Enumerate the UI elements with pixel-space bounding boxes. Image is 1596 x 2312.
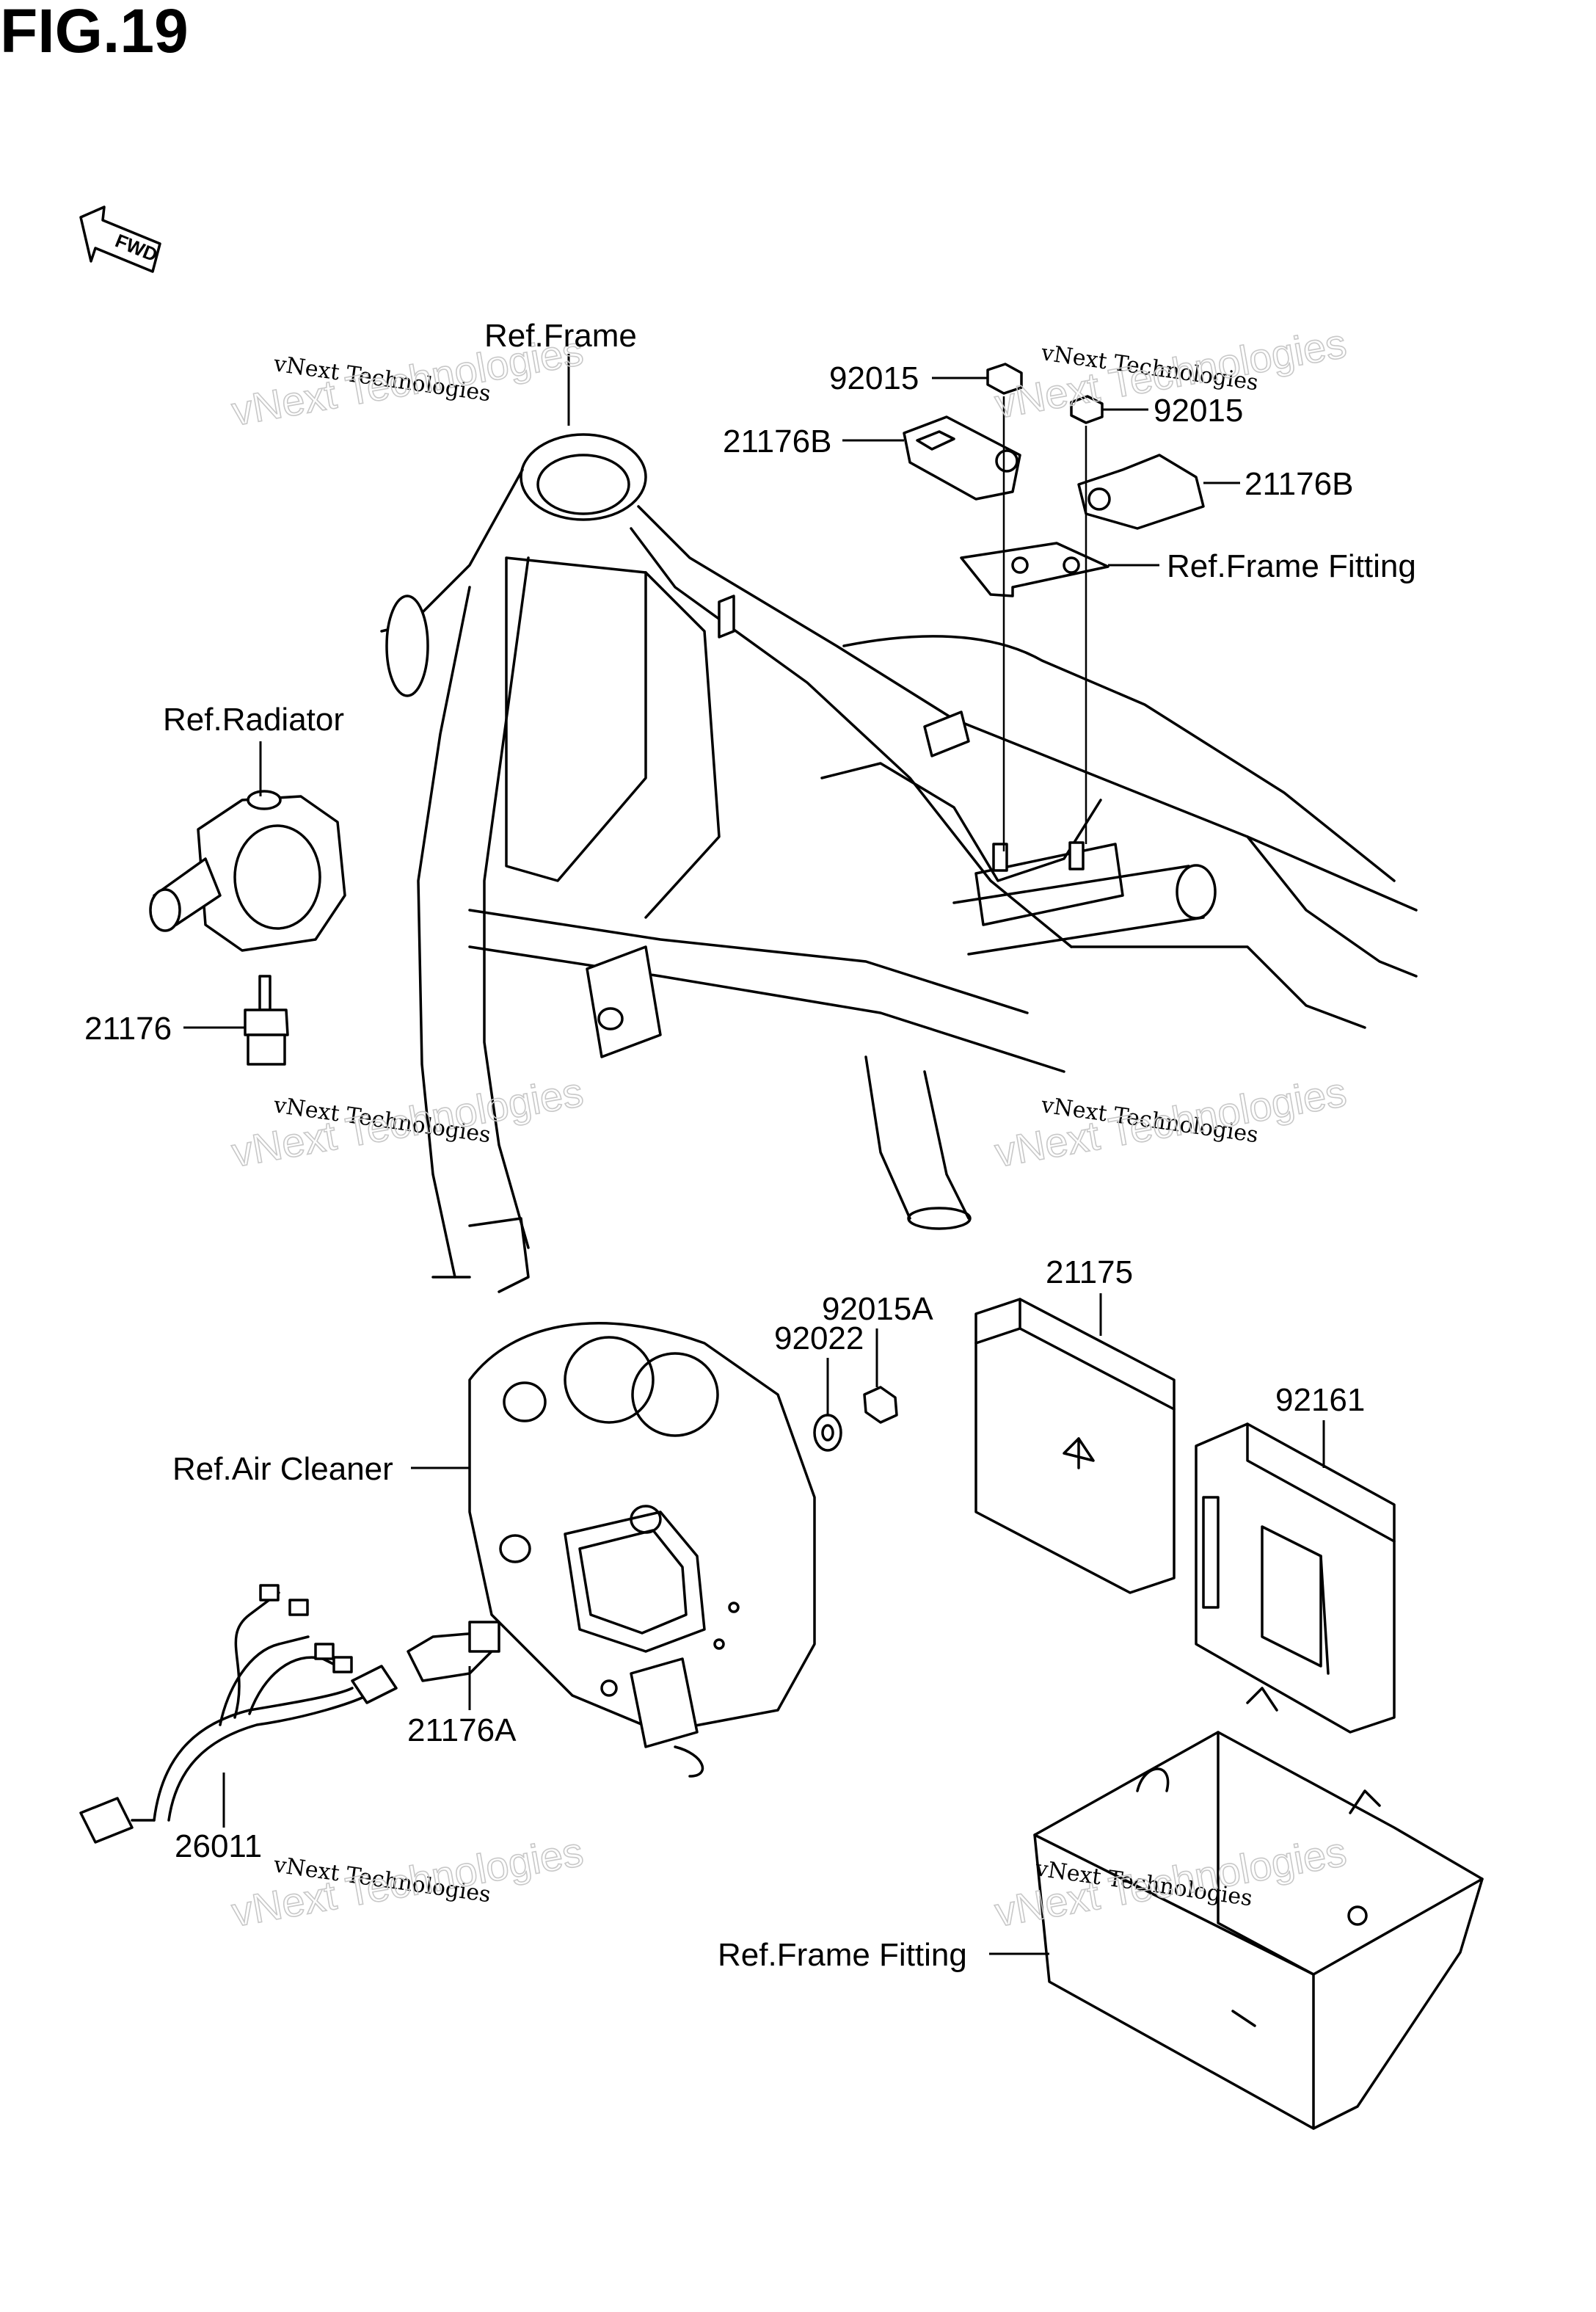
frame-drawing [380, 433, 1418, 1293]
label-92015-left: 92015 [829, 360, 919, 396]
label-ref-air-cleaner: Ref.Air Cleaner [172, 1451, 393, 1487]
watermark-line2: vNext Technologies [228, 1828, 586, 1935]
part-labels: Ref.Frame 92015 92015 21176B 21176B Ref.… [84, 318, 1416, 1973]
fwd-arrow-icon: FWD [79, 206, 161, 273]
label-92161: 92161 [1275, 1382, 1365, 1418]
label-21175: 21175 [1046, 1254, 1133, 1290]
sensor-21176b-right [1077, 454, 1205, 530]
label-21176b-right: 21176B [1245, 466, 1353, 502]
leader-lines [183, 354, 1325, 1955]
radiator-housing [149, 790, 346, 952]
sensor-21176b-left [903, 415, 1021, 501]
figure-title: FIG.19 [0, 0, 189, 65]
watermark-bottom-left: vNext Technologies vNext Technologies [227, 1828, 587, 1936]
label-92015a: 92015A [822, 1291, 933, 1327]
nut-92015-right [1070, 395, 1104, 424]
ecu-21175 [974, 1298, 1176, 1594]
cover-92161 [1195, 1422, 1396, 1734]
battery-case [1033, 1687, 1484, 2130]
nut-92015a [863, 1386, 898, 1424]
watermark-mid-left: vNext Technologies vNext Technologies [227, 1068, 587, 1177]
switch-21176 [244, 975, 289, 1066]
label-ref-frame: Ref.Frame [484, 318, 637, 354]
watermark-line2: vNext Technologies [228, 1069, 586, 1176]
air-cleaner-case [468, 1322, 816, 1778]
watermark-mid-right: vNext Technologies vNext Technologies [991, 1068, 1350, 1177]
label-92022: 92022 [774, 1320, 864, 1356]
watermark-line2: vNext Technologies [991, 1069, 1349, 1176]
label-21176b-left: 21176B [723, 423, 831, 459]
label-21176: 21176 [84, 1011, 172, 1047]
nut-92015-left [986, 363, 1023, 395]
washer-92022 [813, 1414, 842, 1452]
label-ref-frame-fitting-bottom: Ref.Frame Fitting [718, 1937, 967, 1973]
label-92015-right: 92015 [1154, 393, 1243, 429]
label-ref-frame-fitting-top: Ref.Frame Fitting [1167, 548, 1416, 584]
sensor-21176a [407, 1621, 500, 1682]
bracket-frame-fitting-top [960, 542, 1109, 597]
label-ref-radiator: Ref.Radiator [163, 702, 344, 738]
center-lines [1002, 396, 1087, 851]
label-21176a: 21176A [407, 1712, 517, 1748]
label-26011: 26011 [175, 1828, 262, 1864]
harness-26011 [79, 1584, 398, 1844]
